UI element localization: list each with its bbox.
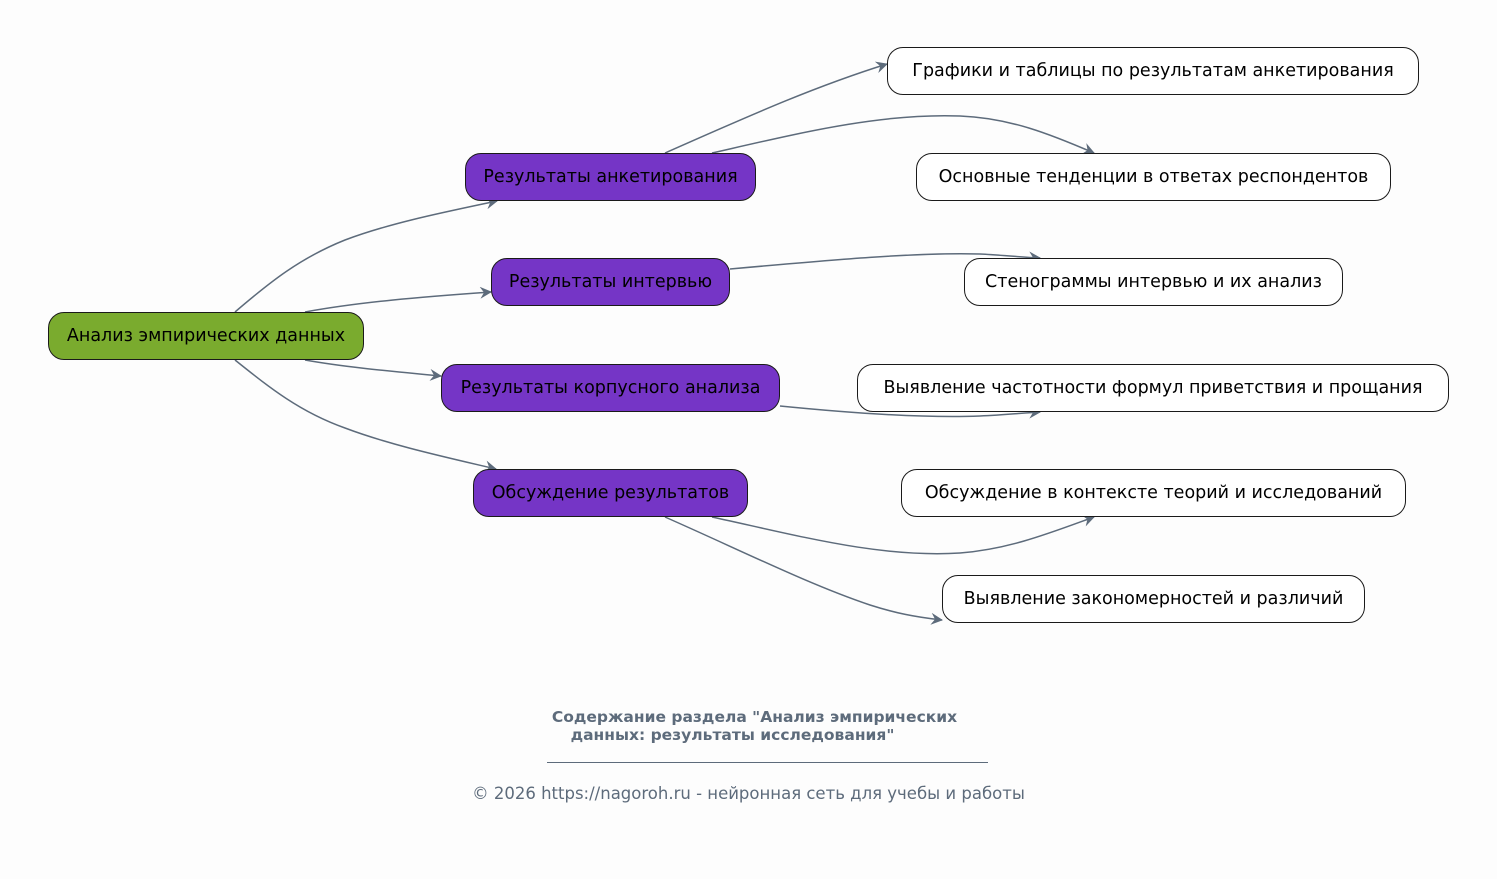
edge-root-s4 (234, 359, 497, 473)
node-label: Выявление закономерностей и различий (963, 589, 1344, 609)
caption-divider (547, 762, 988, 763)
node-leaf-theory-context[interactable]: Обсуждение в контексте теорий и исследов… (901, 469, 1406, 517)
edge-root-s3 (304, 359, 442, 381)
node-label: Результаты интервью (508, 272, 713, 292)
node-label: Результаты корпусного анализа (460, 378, 761, 398)
edge-root-s1 (234, 197, 498, 313)
node-label: Анализ эмпирических данных (66, 326, 346, 346)
node-root[interactable]: Анализ эмпирических данных (48, 312, 364, 360)
node-section-discussion[interactable]: Обсуждение результатов (473, 469, 748, 517)
node-label: Стенограммы интервью и их анализ (985, 272, 1322, 292)
node-leaf-transcripts[interactable]: Стенограммы интервью и их анализ (964, 258, 1343, 306)
title-line-1: Содержание раздела "Анализ эмпирических (551, 708, 958, 726)
edge-s4-l5 (711, 515, 1095, 555)
node-label: Обсуждение в контексте теорий и исследов… (924, 483, 1383, 503)
diagram-title: Содержание раздела "Анализ эмпирических … (0, 708, 1497, 744)
node-label: Основные тенденции в ответах респонденто… (938, 167, 1369, 187)
copyright-text: © 2026 https://nagoroh.ru - нейронная се… (472, 784, 1025, 803)
node-section-interview[interactable]: Результаты интервью (491, 258, 730, 306)
node-leaf-main-trends[interactable]: Основные тенденции в ответах респонденто… (916, 153, 1391, 201)
node-section-corpus[interactable]: Результаты корпусного анализа (441, 364, 780, 412)
node-leaf-frequency[interactable]: Выявление частотности формул приветствия… (857, 364, 1449, 412)
node-leaf-patterns[interactable]: Выявление закономерностей и различий (942, 575, 1365, 623)
node-label: Выявление частотности формул приветствия… (883, 378, 1423, 398)
node-label: Результаты анкетирования (483, 167, 738, 187)
node-section-survey[interactable]: Результаты анкетирования (465, 153, 756, 201)
title-line-2: данных: результаты исследования" (570, 726, 895, 744)
node-leaf-charts-tables[interactable]: Графики и таблицы по результатам анкетир… (887, 47, 1419, 95)
edge-s1-l2 (711, 114, 1095, 155)
edge-root-s2 (304, 286, 492, 313)
edge-s3-l4 (779, 405, 1041, 419)
edge-s2-l3 (729, 251, 1041, 270)
node-label: Обсуждение результатов (491, 483, 730, 503)
edge-s1-l1 (664, 61, 888, 154)
node-label: Графики и таблицы по результатам анкетир… (912, 61, 1394, 81)
edge-s4-l6 (664, 516, 943, 625)
